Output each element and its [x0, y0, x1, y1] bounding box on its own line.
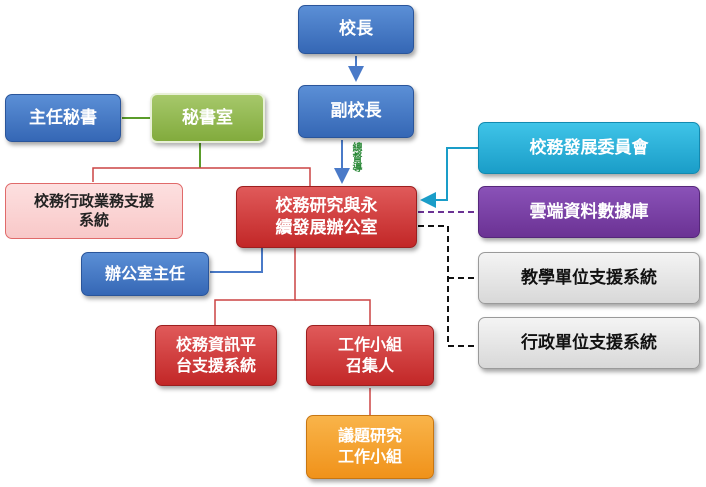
- cloud-database-box: 雲端資料數據庫: [478, 186, 700, 238]
- info-platform-box: 校務資訊平 台支援系統: [155, 325, 277, 386]
- teaching-support-box: 教學單位支援系統: [478, 252, 700, 304]
- admin-support-box: 校務行政業務支援 系統: [5, 183, 183, 239]
- working-group-convener-box: 工作小組 召集人: [306, 325, 434, 386]
- issue-research-group-box: 議題研究 工作小組: [306, 415, 434, 479]
- admin-unit-support-box: 行政單位支援系統: [478, 317, 700, 369]
- research-office-box: 校務研究與永 續發展辦公室: [236, 186, 417, 248]
- office-director-box: 辦公室主任: [81, 252, 209, 296]
- vice-principal-box: 副校長: [298, 85, 414, 138]
- development-committee-box: 校務發展委員會: [478, 122, 700, 174]
- secretariat-box: 秘書室: [150, 93, 265, 143]
- edge-admin-research: [92, 167, 311, 186]
- principal-box: 校長: [298, 5, 414, 54]
- chief-secretary-box: 主任秘書: [5, 94, 121, 142]
- supervise-label: 總督導: [350, 142, 361, 172]
- edge-research-support: [418, 225, 478, 347]
- edge-research-convener: [295, 299, 371, 325]
- edge-research-children: [214, 248, 296, 325]
- edge-director-research: [210, 248, 263, 273]
- edge-committee-research: [420, 147, 478, 208]
